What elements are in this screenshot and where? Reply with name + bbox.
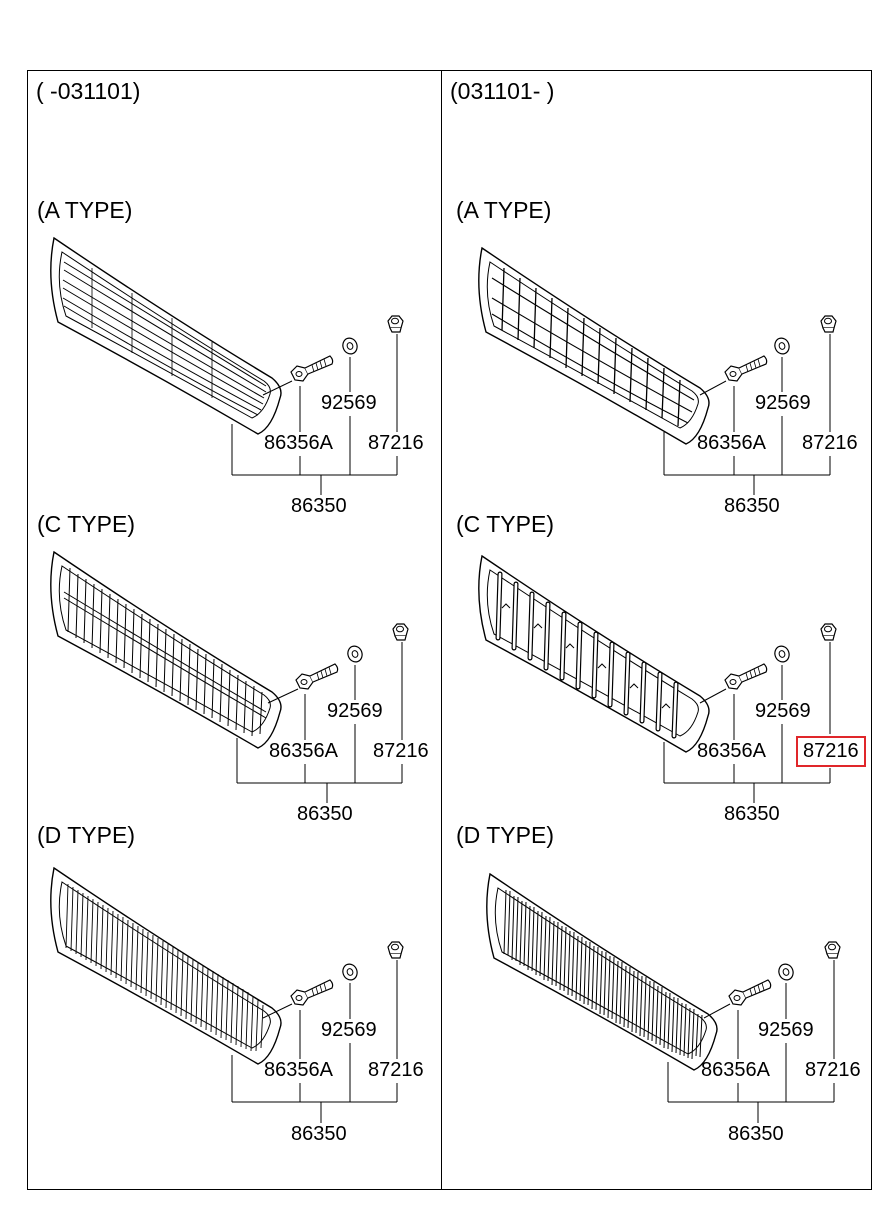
part-assembly-label[interactable]: 86350: [291, 1123, 347, 1145]
part-nut-label[interactable]: 87216: [805, 1059, 861, 1081]
part-nut-label[interactable]: 87216: [368, 1059, 424, 1081]
column-label-late: (031101- ): [450, 78, 555, 104]
part-washer-label[interactable]: 92569: [321, 392, 377, 414]
part-bolt-label[interactable]: 86356A: [697, 740, 766, 762]
part-washer-label[interactable]: 92569: [758, 1019, 814, 1041]
part-bolt-label[interactable]: 86356A: [264, 1059, 333, 1081]
part-assembly-label[interactable]: 86350: [724, 803, 780, 825]
part-assembly-label[interactable]: 86350: [724, 495, 780, 517]
part-bolt-label[interactable]: 86356A: [701, 1059, 770, 1081]
column-label-early: ( -031101): [36, 78, 141, 104]
type-label: (D TYPE): [37, 822, 135, 848]
type-label: (D TYPE): [456, 822, 554, 848]
part-nut-label[interactable]: 87216: [373, 740, 429, 762]
part-assembly-label[interactable]: 86350: [291, 495, 347, 517]
part-washer-label[interactable]: 92569: [321, 1019, 377, 1041]
part-nut-label[interactable]: 87216: [802, 432, 858, 454]
part-bolt-label[interactable]: 86356A: [264, 432, 333, 454]
type-label: (A TYPE): [456, 197, 552, 223]
part-assembly-label[interactable]: 86350: [728, 1123, 784, 1145]
part-assembly-label[interactable]: 86350: [297, 803, 353, 825]
part-washer-label[interactable]: 92569: [755, 700, 811, 722]
part-nut-label[interactable]: 87216: [368, 432, 424, 454]
diagram-frame: [27, 70, 872, 1190]
type-label: (C TYPE): [456, 511, 554, 537]
part-bolt-label[interactable]: 86356A: [697, 432, 766, 454]
part-nut-label-highlighted[interactable]: 87216: [796, 736, 866, 767]
part-washer-label[interactable]: 92569: [327, 700, 383, 722]
type-label: (C TYPE): [37, 511, 135, 537]
part-washer-label[interactable]: 92569: [755, 392, 811, 414]
part-bolt-label[interactable]: 86356A: [269, 740, 338, 762]
type-label: (A TYPE): [37, 197, 133, 223]
column-divider: [441, 70, 442, 1190]
